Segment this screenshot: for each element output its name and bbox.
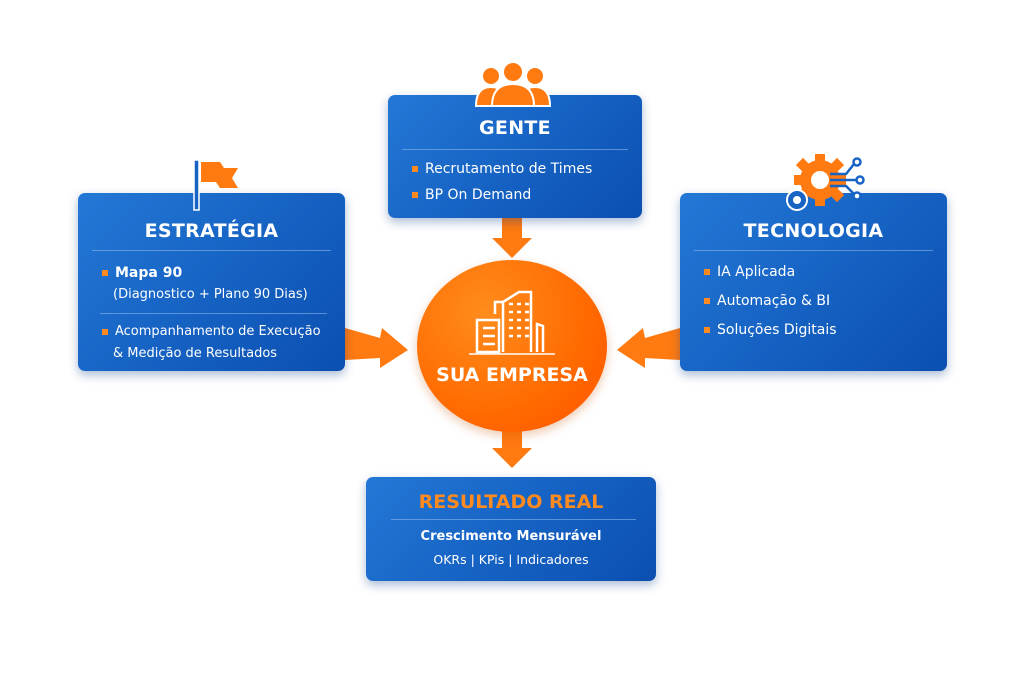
divider <box>402 149 628 150</box>
item-title: Mapa 90 <box>115 265 183 281</box>
item-subtitle: (Diagnostico + Plano 90 Dias) <box>113 287 308 302</box>
tecnologia-title: TECNOLOGIA <box>743 220 884 242</box>
arrow-down-to-resultado <box>492 425 532 468</box>
gente-card: GENTE Recrutamento de Times BP On Demand <box>388 95 642 218</box>
gente-item: Recrutamento de Times <box>388 158 642 184</box>
building-icon <box>469 290 555 355</box>
resultado-subtitle: Crescimento Mensurável <box>420 529 602 544</box>
gente-item: BP On Demand <box>388 184 642 206</box>
divider <box>694 250 933 251</box>
resultado-card: RESULTADO REAL Crescimento Mensurável OK… <box>366 477 656 581</box>
divider <box>100 313 327 314</box>
resultado-title: RESULTADO REAL <box>418 491 604 513</box>
estrategia-title: ESTRATÉGIA <box>144 220 279 242</box>
item-line: Acompanhamento de Execução <box>115 324 321 339</box>
arrow-left-from-tecnologia <box>617 328 680 368</box>
resultado-metrics: OKRs | KPis | Indicadores <box>433 552 589 567</box>
tecnologia-item: IA Aplicada <box>680 261 947 283</box>
gear-circuit-icon <box>786 154 865 211</box>
people-icon <box>474 61 552 107</box>
estrategia-card: ESTRATÉGIA Mapa 90 (Diagnostico + Plano … <box>78 193 345 371</box>
arrow-down-from-gente <box>492 218 532 258</box>
item-line: & Medição de Resultados <box>113 346 278 361</box>
flag-icon <box>193 159 238 211</box>
estrategia-item-mapa90: Mapa 90 (Diagnostico + Plano 90 Dias) <box>78 262 345 306</box>
divider <box>391 519 636 520</box>
tecnologia-item: Automação & BI <box>680 290 947 312</box>
center-company-circle: SUA EMPRESA <box>417 260 607 432</box>
arrow-right-from-estrategia <box>345 328 408 368</box>
tecnologia-item: Soluções Digitais <box>680 319 947 341</box>
center-label: SUA EMPRESA <box>436 364 588 386</box>
gente-title: GENTE <box>479 117 551 139</box>
tecnologia-card: TECNOLOGIA IA Aplicada Automação & BI So… <box>680 193 947 371</box>
estrategia-item-acompanhamento: Acompanhamento de Execução & Medição de … <box>78 321 345 365</box>
divider <box>92 250 331 251</box>
